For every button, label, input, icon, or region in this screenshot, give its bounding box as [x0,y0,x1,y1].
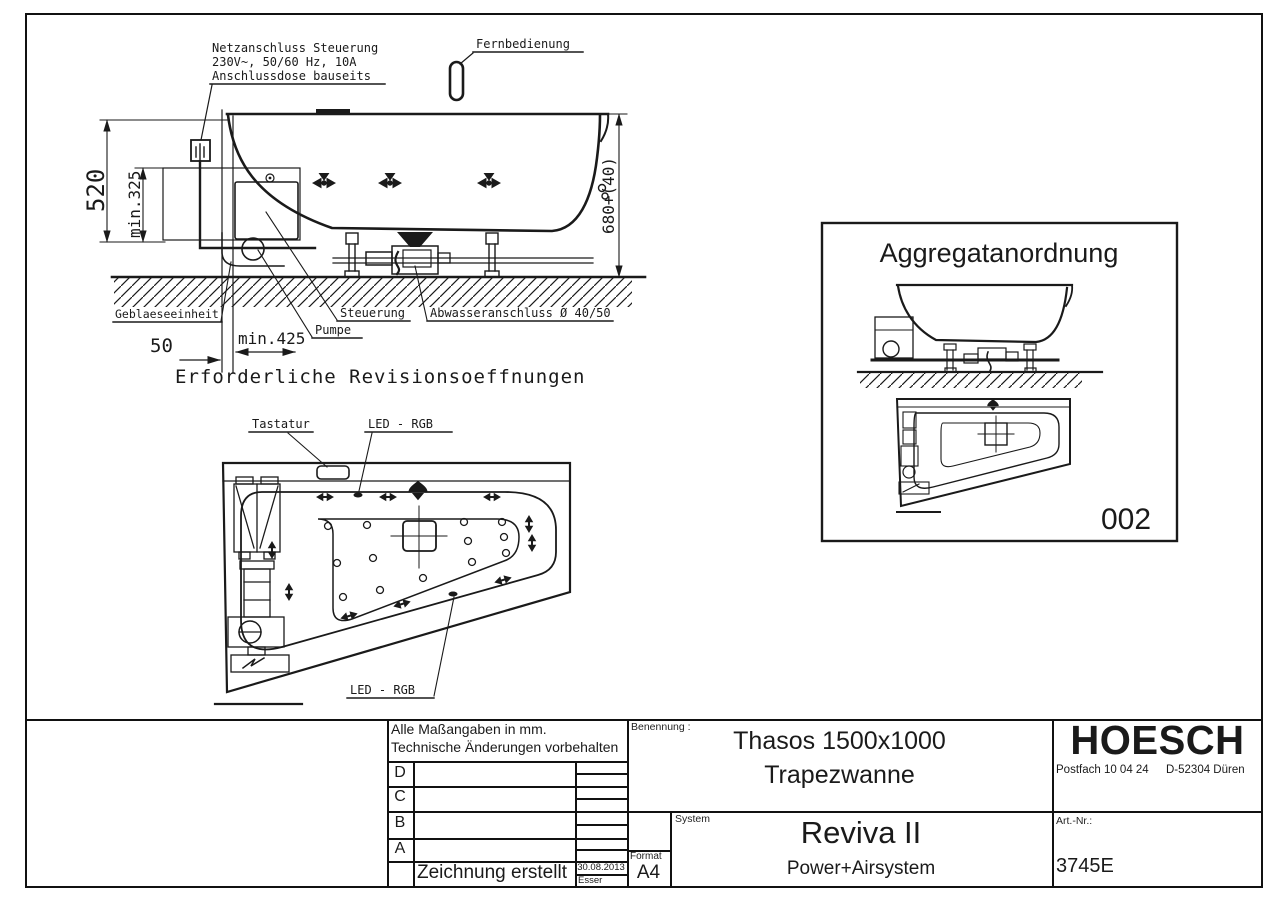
pump-label: Pumpe [315,323,351,337]
aggregate-box-border [820,221,1179,543]
created-date: 30.08.2013 [577,862,625,873]
note-line2: Technische Änderungen vorbehalten [391,739,619,755]
jet-icon [477,173,501,188]
pump-icon [241,237,265,261]
blower-label: Geblaeseeinheit [115,307,219,321]
blower-plan-icon [233,476,281,560]
brand-address-po: Postfach 10 04 24 [1056,764,1149,776]
tub-profile [225,109,610,233]
revision-row-a: A [394,840,406,857]
blower-housing [221,232,285,267]
dim-680-label: 680+(40) [599,157,618,234]
system-subtitle: Power+Airsystem [786,858,936,879]
side-view-drawing: Netzanschluss Steuerung 230V~, 50/60 Hz,… [82,37,647,388]
dim-50: 50 [150,335,221,364]
revision-row-c: C [394,788,406,805]
note-line1: Alle Maßangaben in mm. [391,721,547,737]
name-label: Benennung : [631,721,691,733]
dim-520-label: 520 [82,169,110,212]
air-nozzles [323,517,511,602]
system-label: System [675,813,711,825]
floor-hatch [114,278,632,307]
electrical-box-icon [230,654,290,673]
aggregate-box-title: Aggregatanordnung [880,238,1119,268]
page-border [25,13,1263,888]
pump-plan-icon [227,560,285,656]
led-label-bottom: LED - RGB [350,683,415,697]
drain-label: Abwasseranschluss Ø 40/50 [430,306,611,320]
control-unit-box [234,181,299,240]
power-note-line2: 230V~, 50/60 Hz, 10A [212,55,357,69]
title-block: Alle Maßangaben in mm. Technische Änderu… [25,719,1263,888]
led-dot [448,591,458,597]
artnr-value: 3745E [1056,855,1114,877]
side-view-caption: Erforderliche Revisionsoeffnungen [175,366,586,388]
keypad-label: Tastatur [252,417,310,431]
product-name-line1: Thasos 1500x1000 [733,727,946,755]
power-note-line3: Anschlussdose bauseits [212,69,371,83]
revision-row-d: D [394,764,406,781]
tub-outline [221,461,572,694]
jet-icon [312,173,336,188]
remote-label: Fernbedienung [476,37,570,51]
dim-50-label: 50 [150,335,173,357]
created-label: Zeichnung erstellt [417,862,567,883]
keypad-icon [316,465,350,480]
led-dot [353,492,363,498]
power-note-leader [200,84,213,141]
dim-min325: min.325 [125,167,166,243]
dim-min425-label: min.425 [238,329,305,348]
technical-drawing: Netzanschluss Steuerung 230V~, 50/60 Hz,… [82,37,1179,706]
basin-rim-outline [240,491,557,651]
drain-cover [390,505,448,569]
dim-520: 520 [82,119,229,243]
basin-floor-outline [317,518,520,622]
aggregate-box: Aggregatanordnung [820,221,1179,543]
plan-view-drawing: Tastatur LED - RGB LED - RGB [213,417,572,706]
dim-680: 680+(40) [599,113,628,278]
revision-row-b: B [394,814,406,831]
dim-min325-label: min.325 [125,171,144,238]
tub-leg [484,232,500,278]
tub-leg [344,232,360,278]
aggregate-plan-view [895,398,1071,513]
component-labels: Geblaeseeinheit Pumpe Steuerung Abwasser… [112,211,614,339]
revision-opening-box [162,167,301,241]
dim-min425: min.425 [235,329,305,356]
power-note-line1: Netzanschluss Steuerung [212,41,378,55]
power-socket-icon [190,139,211,162]
system-name: Reviva II [800,815,922,850]
aggregate-side-view [856,283,1104,388]
brand-address-city: D-52304 Düren [1166,764,1245,776]
aggregate-sheet-number: 002 [1101,503,1151,536]
format-label: Format [630,851,662,862]
format-value: A4 [636,862,661,883]
control-label: Steuerung [340,306,405,320]
brand-logo: HOESCH [1070,718,1245,764]
drain-assembly [365,232,451,276]
product-name-line2: Trapezwanne [764,761,915,789]
remote-control-icon [448,60,465,102]
power-cable [198,159,317,250]
power-connection-note: Netzanschluss Steuerung 230V~, 50/60 Hz,… [212,41,378,83]
led-label-top: LED - RGB [368,417,433,431]
artnr-label: Art.-Nr.: [1056,815,1093,827]
created-by: Esser [578,875,603,886]
jet-icon [378,173,402,188]
